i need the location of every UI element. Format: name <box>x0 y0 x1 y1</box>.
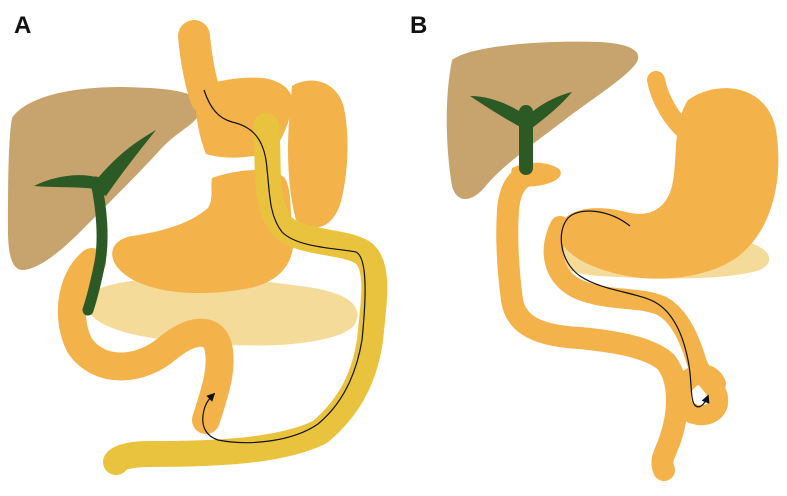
pancreas-a <box>86 277 358 346</box>
panel-a-label: A <box>14 12 32 39</box>
hepatic-duct-right-b <box>522 92 572 128</box>
duodenal-loop-b <box>543 216 729 426</box>
panel-a <box>8 20 388 475</box>
remnant-stomach-a <box>112 170 294 294</box>
fundus-a <box>288 80 348 228</box>
stomach-b <box>558 88 779 279</box>
hepatic-duct-right-a <box>90 130 156 196</box>
food-path-b <box>560 210 710 408</box>
hepatic-duct-left-a <box>34 175 104 190</box>
panel-b <box>446 41 779 481</box>
food-path-a <box>202 89 366 444</box>
jejunum-b <box>496 162 688 481</box>
bile-anastomosis-b <box>511 162 561 187</box>
hepatic-duct-left-b <box>470 96 530 128</box>
panel-b-label: B <box>410 12 428 39</box>
duodenum-a <box>57 248 234 434</box>
roux-limb-a <box>103 113 388 475</box>
liver-b <box>446 41 639 200</box>
bile-duct-a <box>82 176 108 316</box>
